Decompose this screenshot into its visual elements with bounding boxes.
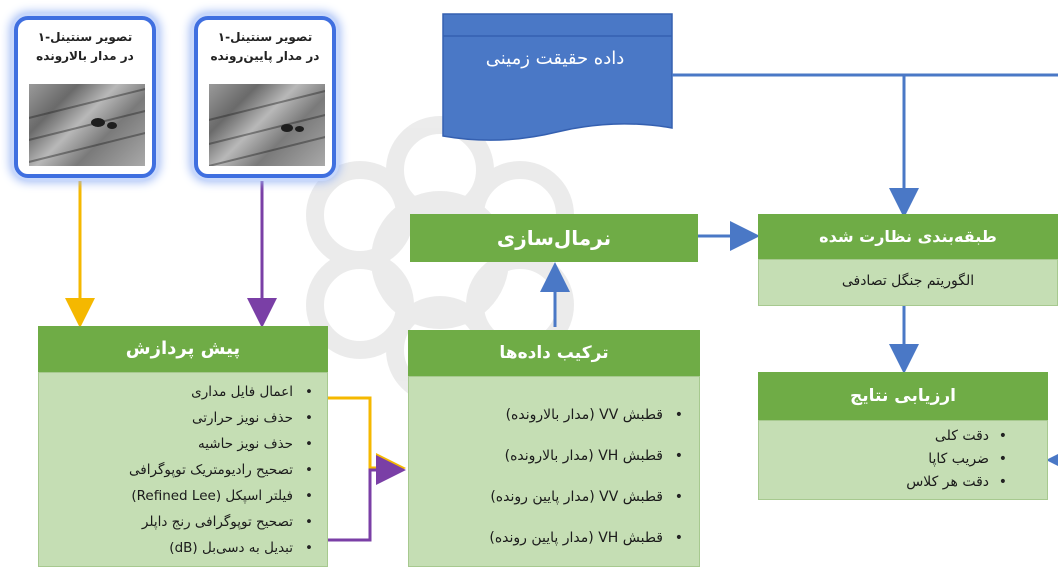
sentinel-ascending-image — [29, 84, 145, 166]
preprocessing-step: تصحیح توپوگرافی رنج داپلر — [129, 509, 313, 535]
sentinel-descending-line1: تصویر سنتینل-۱ — [217, 30, 313, 44]
combination-item: قطبش VV (مدار پایین رونده) — [489, 477, 682, 518]
data-combination-items: قطبش VV (مدار بالارونده) قطبش VH (مدار ب… — [489, 395, 683, 559]
preprocessing-step: تبدیل به دسی‌بل (dB) — [129, 535, 313, 561]
preprocessing-body: اعمال فایل مداری حذف نویز حرارتی حذف نوی… — [38, 372, 328, 567]
sentinel-descending-line2: در مدار پایین‌رونده — [210, 49, 320, 63]
sentinel-ascending-card: تصویر سنتینل-۱ در مدار بالارونده — [14, 16, 156, 178]
evaluation-metrics: دقت کلی ضریب کاپا دقت هر کلاس — [906, 425, 1007, 494]
evaluation-metric: ضریب کاپا — [906, 448, 1007, 471]
sentinel-ascending-title: تصویر سنتینل-۱ در مدار بالارونده — [18, 28, 152, 66]
sentinel-descending-card: تصویر سنتینل-۱ در مدار پایین‌رونده — [194, 16, 336, 178]
combination-item: قطبش VH (مدار پایین رونده) — [489, 518, 682, 559]
preprocessing-title: پیش پردازش — [38, 326, 328, 372]
ground-truth-label: داده حقیقت زمینی — [485, 48, 625, 69]
evaluation-title: ارزیابی نتایج — [758, 372, 1048, 420]
classification-title: طبقه‌بندی نظارت شده — [758, 214, 1058, 259]
classification-algorithm: الگوریتم جنگل تصادفی — [841, 273, 975, 289]
preprocess-yellow-connector — [328, 396, 406, 483]
sentinel-ascending-line1: تصویر سنتینل-۱ — [37, 30, 133, 44]
preprocessing-step: فیلتر اسپکل (Refined Lee) — [129, 483, 313, 509]
evaluation-metric: دقت هر کلاس — [906, 471, 1007, 494]
preprocessing-step: حذف نویز حاشیه — [129, 431, 313, 457]
evaluation-body: دقت کلی ضریب کاپا دقت هر کلاس — [758, 420, 1048, 500]
evaluation-metric: دقت کلی — [906, 425, 1007, 448]
normalization-box: نرمال‌سازی — [410, 214, 698, 262]
preprocessing-step: اعمال فایل مداری — [129, 379, 313, 405]
preprocess-purple-connector — [328, 455, 406, 542]
data-combination-body: قطبش VV (مدار بالارونده) قطبش VH (مدار ب… — [408, 376, 700, 567]
data-combination-title: ترکیب داده‌ها — [408, 330, 700, 376]
preprocessing-steps: اعمال فایل مداری حذف نویز حرارتی حذف نوی… — [129, 379, 313, 561]
preprocessing-step: حذف نویز حرارتی — [129, 405, 313, 431]
preprocessing-step: تصحیح رادیومتریک توپوگرافی — [129, 457, 313, 483]
combination-item: قطبش VH (مدار بالارونده) — [489, 436, 683, 477]
ground-truth-shape — [442, 13, 673, 141]
sentinel-descending-title: تصویر سنتینل-۱ در مدار پایین‌رونده — [198, 28, 332, 66]
combination-item: قطبش VV (مدار بالارونده) — [489, 395, 683, 436]
sentinel-ascending-line2: در مدار بالارونده — [36, 49, 134, 63]
classification-body: الگوریتم جنگل تصادفی — [758, 259, 1058, 306]
sentinel-descending-image — [209, 84, 325, 166]
